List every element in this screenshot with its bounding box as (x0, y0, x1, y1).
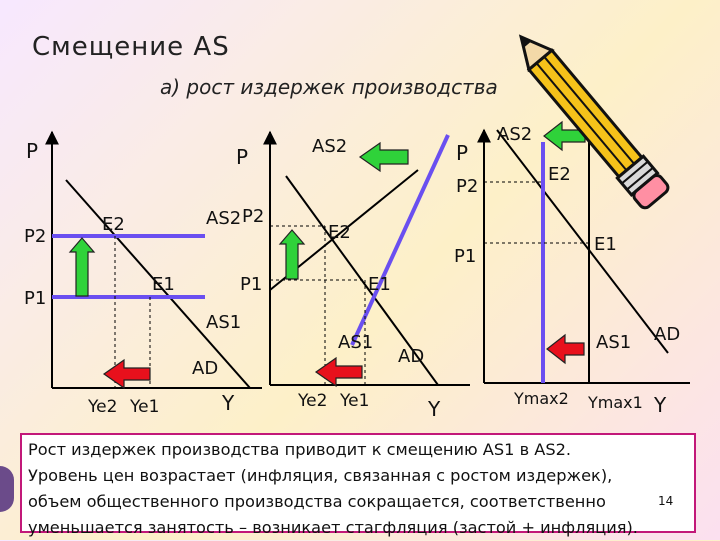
slide-subtitle: а) рост издержек производства (160, 75, 498, 99)
g1-p2-label: P2 (24, 226, 46, 247)
graph-3: P AS2 P2 E2 P1 E1 AS1 AD Ymax2 Ymax1 Y (454, 120, 690, 417)
slide-ornament (0, 466, 14, 512)
g2-p1-label: P1 (240, 274, 262, 295)
g1-as2-label: AS2 (206, 208, 241, 229)
g3-output-left-arrow (546, 333, 585, 365)
g3-ymax2-label: Ymax2 (513, 389, 569, 408)
g2-as2-curve (350, 134, 450, 346)
g2-price-up-arrow (278, 229, 306, 280)
pencil-icon (518, 34, 670, 210)
g1-p1-label: P1 (24, 288, 46, 309)
g1-ad-label: AD (192, 358, 218, 379)
graph-1: P P2 P1 E2 E1 AS2 AS1 AD Ye2 Ye1 Y (24, 130, 262, 417)
g3-p2-label: P2 (456, 176, 478, 197)
g1-ye1-label: Ye1 (129, 397, 159, 417)
g3-shift-left-arrow (543, 120, 586, 152)
g3-ad-curve (496, 129, 669, 354)
g2-ye2-label: Ye2 (297, 391, 327, 411)
g2-as2-label: AS2 (312, 136, 347, 157)
g2-ad-label: AD (398, 346, 424, 367)
g3-y-axis-label: Y (653, 393, 667, 417)
caption-box: Рост издержек производства приводит к см… (20, 433, 696, 537)
caption-line-2: Уровень цен возрастает (инфляция, связан… (28, 466, 613, 485)
g3-as2-label: AS2 (497, 124, 532, 145)
g2-y-axis-label: Y (427, 397, 441, 421)
g1-e2-label: E2 (102, 214, 125, 235)
g1-e1-label: E1 (152, 274, 175, 295)
g1-ye2-label: Ye2 (87, 397, 117, 417)
g2-as1-label: AS1 (338, 332, 373, 353)
g1-shift-up-arrow (68, 237, 96, 297)
slide-title: Смещение AS (32, 32, 230, 62)
g1-output-left-arrow (102, 358, 151, 390)
g1-as1-label: AS1 (206, 312, 241, 333)
g1-y-axis-label: Y (221, 391, 235, 415)
caption-line-3: объем общественного производства сокраща… (28, 492, 606, 511)
g2-output-left-arrow (314, 356, 363, 388)
caption-line-1: Рост издержек производства приводит к см… (28, 440, 572, 459)
g1-ad-curve (65, 179, 251, 389)
g2-e2-label: E2 (328, 222, 351, 243)
g2-e1-label: E1 (368, 274, 391, 295)
slide-number: 14 (658, 494, 674, 508)
g3-p1-label: P1 (454, 246, 476, 267)
g1-p-axis-label: P (26, 139, 38, 163)
graph-2: P AS2 P2 E2 P1 E1 AS1 AD Ye2 Ye1 Y (236, 130, 470, 421)
g3-ymax1-label: Ymax1 (587, 393, 643, 412)
g3-e1-label: E1 (594, 234, 617, 255)
g2-p-axis-label: P (236, 145, 248, 169)
g2-p2-label: P2 (242, 206, 264, 227)
g3-e2-label: E2 (548, 164, 571, 185)
g2-shift-left-arrow (358, 141, 409, 173)
g2-ye1-label: Ye1 (339, 391, 369, 411)
caption-line-4: уменьшается занятость – возникает стагфл… (28, 518, 638, 537)
g3-as1-label: AS1 (596, 332, 631, 353)
g3-p-axis-label: P (456, 141, 468, 165)
g3-ad-label: AD (654, 324, 680, 345)
